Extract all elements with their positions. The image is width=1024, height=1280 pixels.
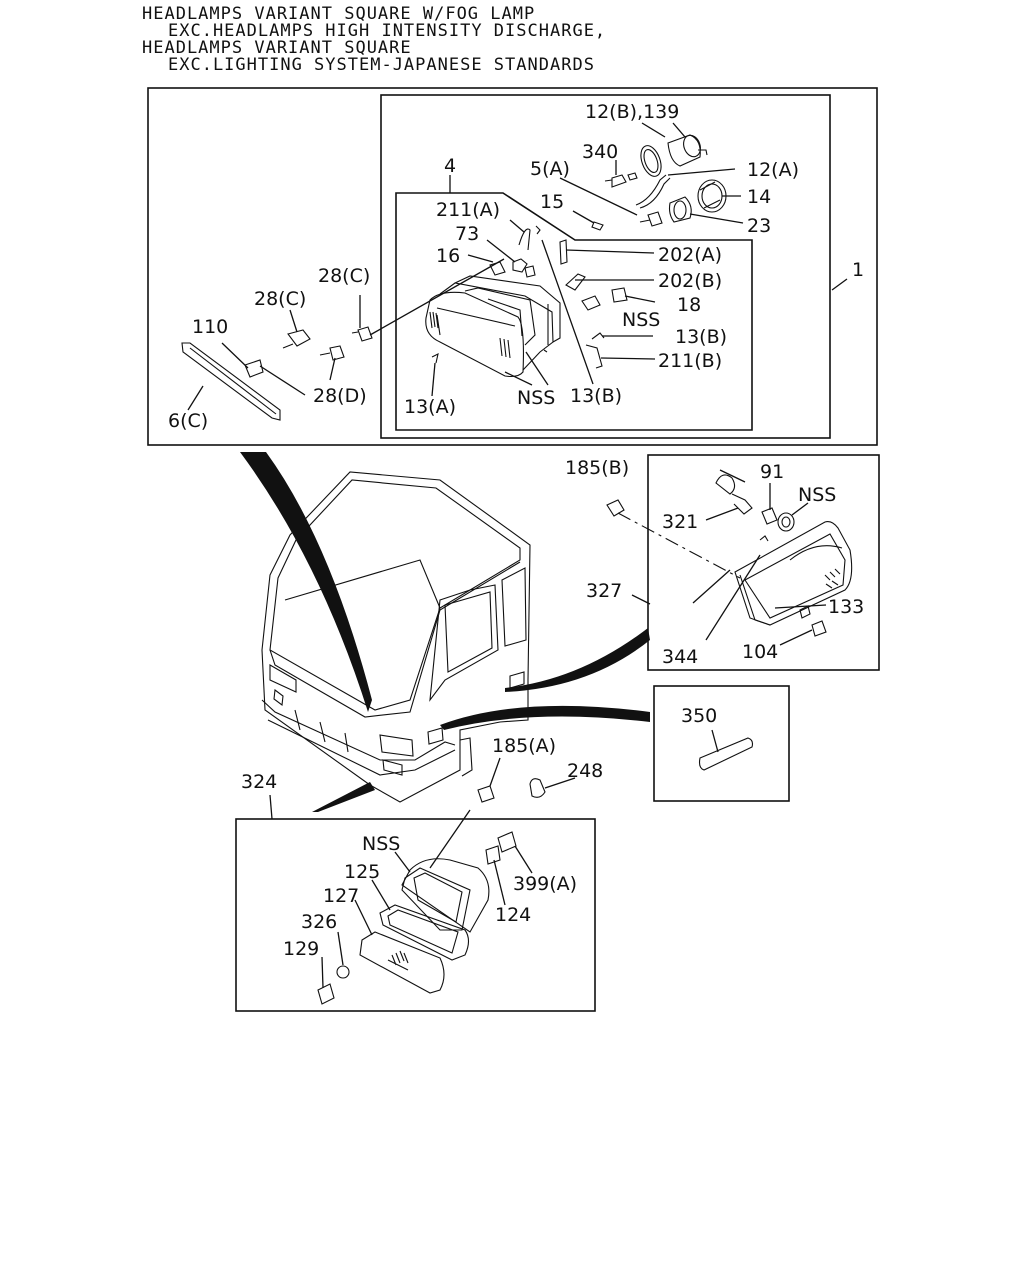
callout-nss-headlamp: NSS	[622, 309, 660, 331]
headlamp-callouts: 12(B),139 340 5(A) 12(A) 14 23 15 4 211(…	[168, 101, 864, 432]
truck-cab-drawing	[240, 452, 650, 812]
clearance-lamp-frame	[235, 818, 596, 1012]
callout-5a: 5(A)	[530, 158, 570, 180]
callout-124: 124	[495, 904, 531, 926]
callout-14: 14	[747, 186, 771, 208]
callout-6c: 6(C)	[168, 410, 208, 432]
callout-13b-right: 13(B)	[675, 326, 727, 348]
header-line-4: EXC.LIGHTING SYSTEM-JAPANESE STANDARDS	[168, 55, 595, 75]
callout-91: 91	[760, 461, 784, 483]
bulb-socket-parts	[591, 134, 727, 231]
callout-248: 248	[567, 760, 603, 782]
callout-73: 73	[455, 223, 479, 245]
header-line-2: EXC.HEADLAMPS HIGH INTENSITY DISCHARGE,	[168, 21, 607, 41]
headlamp-unit-frame	[395, 192, 753, 431]
callout-321: 321	[662, 511, 698, 533]
callout-104: 104	[742, 641, 778, 663]
bumper-bracket-drawing	[181, 326, 373, 421]
headlamp-assembly-panel	[147, 87, 878, 446]
header-line-3: HEADLAMPS VARIANT SQUARE	[142, 38, 412, 58]
callout-399a: 399(A)	[513, 873, 577, 895]
callout-nss-lens: NSS	[517, 387, 555, 409]
callout-185a: 185(A)	[492, 735, 556, 757]
callout-18: 18	[677, 294, 701, 316]
turn-signal-dashed-link	[617, 512, 741, 579]
callout-16: 16	[436, 245, 460, 267]
headlamp-outer-frame	[147, 87, 878, 446]
side-marker-callouts: 350	[681, 705, 717, 727]
callout-12b-139: 12(B),139	[585, 101, 679, 123]
callout-110: 110	[192, 316, 228, 338]
clearance-lamp-panel	[235, 757, 596, 1012]
headlamp-unit-drawing	[425, 261, 561, 378]
callout-125: 125	[344, 861, 380, 883]
callout-202a: 202(A)	[658, 244, 722, 266]
callout-202b: 202(B)	[658, 270, 722, 292]
mounting-hardware	[431, 225, 628, 369]
callout-350: 350	[681, 705, 717, 727]
callout-185b: 185(B)	[565, 457, 629, 479]
callout-129: 129	[283, 938, 319, 960]
callout-211b: 211(B)	[658, 350, 722, 372]
turn-signal-frame	[647, 454, 880, 671]
callout-127: 127	[323, 885, 359, 907]
callout-344: 344	[662, 646, 698, 668]
side-marker-frame	[653, 685, 790, 802]
callout-28c-right: 28(C)	[318, 265, 370, 287]
side-marker-panel	[653, 685, 790, 802]
callout-23: 23	[747, 215, 771, 237]
headlamp-inner-frame	[380, 94, 831, 439]
callout-13a: 13(A)	[404, 396, 456, 418]
callout-1: 1	[852, 259, 864, 281]
callout-340: 340	[582, 141, 618, 163]
callout-15: 15	[540, 191, 564, 213]
callout-28c-left: 28(C)	[254, 288, 306, 310]
callout-327: 327	[586, 580, 622, 602]
diagram-header: HEADLAMPS VARIANT SQUARE W/FOG LAMP EXC.…	[142, 6, 842, 74]
callout-12a: 12(A)	[747, 159, 799, 181]
clearance-lamp-callouts: 185(A) 248 324 NSS 125 127 326 129 399(A…	[241, 735, 603, 960]
headlamp-leader-lines	[187, 122, 848, 411]
turn-signal-callouts: 185(B) 91 NSS 321 327 133 344 104	[565, 457, 864, 668]
callout-326: 326	[301, 911, 337, 933]
callout-13b-bottom: 13(B)	[570, 385, 622, 407]
callout-211a: 211(A)	[436, 199, 500, 221]
callout-324: 324	[241, 771, 277, 793]
turn-signal-panel	[606, 454, 880, 671]
callout-28d: 28(D)	[313, 385, 367, 407]
callout-nss-clearance: NSS	[362, 833, 400, 855]
callout-133: 133	[828, 596, 864, 618]
header-line-1: HEADLAMPS VARIANT SQUARE W/FOG LAMP	[142, 4, 536, 24]
callout-4: 4	[444, 155, 456, 177]
callout-nss-turn: NSS	[798, 484, 836, 506]
